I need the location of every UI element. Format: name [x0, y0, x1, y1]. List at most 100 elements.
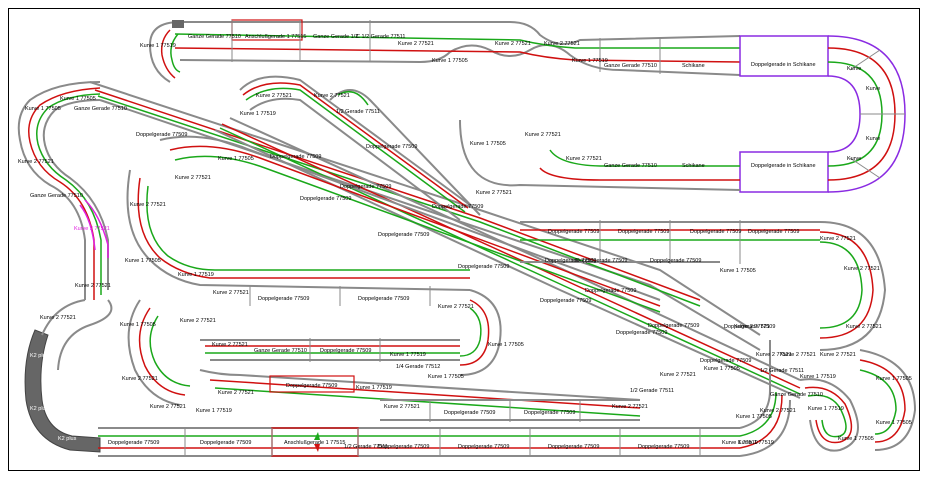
label-k1-mid-r: Kurve 1 77505: [470, 141, 506, 147]
label-low-k2g: Kurve 2 77521: [660, 372, 696, 378]
label-r-k1a: Kurve 1 77505: [720, 268, 756, 274]
label-mid-dg-b: Doppelgerade 77509: [358, 296, 409, 302]
label-mid-k3: Kurve 2 77521: [438, 304, 474, 310]
label-mid-dg-a: Doppelgerade 77509: [258, 296, 309, 302]
mid-right-straights: [520, 220, 887, 351]
label-diag-dg12: Doppelgerade 77509: [585, 288, 636, 294]
label-diag-half: 1/2 Gerade 77511: [336, 109, 380, 115]
label-mid-ganze: Ganze Gerade 77510: [254, 348, 307, 354]
label-top-c12: C 1/2 Gerade 77511: [356, 34, 405, 40]
label-low-k2f: Kurve 2 77521: [612, 404, 648, 410]
chicane-section: [459, 35, 906, 193]
lane-arrow-red: [314, 444, 320, 452]
label-r-k2h: Kurve 2 77521: [780, 352, 816, 358]
label-diag-k2c: Kurve 2 77521: [175, 175, 211, 181]
label-k2-mid-r1: Kurve 2 77521: [525, 132, 561, 138]
label-left-kurve2c: Kurve 2 77521: [40, 315, 76, 321]
label-kurve-ch4: Kurve: [847, 156, 861, 162]
label-bot-dg3: Doppelgerade 77509: [378, 444, 429, 450]
label-mid-k1: Kurve 1 77505: [125, 258, 161, 264]
label-mid-k1-505: Kurve 1 77505: [120, 322, 156, 328]
label-top-k2c: Kurve 2 77521: [544, 41, 580, 47]
label-ganze-mid-r: Ganze Gerade 77510: [604, 163, 657, 169]
label-mid-k1-505b: Kurve 1 77505: [428, 374, 464, 380]
label-mid-dg3: Doppelgerade 77509: [690, 229, 741, 235]
label-mid-dg1: Doppelgerade 77509: [548, 229, 599, 235]
label-bot-dg6: Doppelgerade 77509: [638, 444, 689, 450]
label-diag-k1b: Kurve 1 77519: [240, 111, 276, 117]
track-labels: Kurve 1 77519 Ganze Gerade 77510 Anschlu…: [18, 34, 912, 450]
label-schikane-top: Schikane: [682, 63, 705, 69]
label-r-k1c: Kurve 1 77519: [800, 374, 836, 380]
label-mid-k4: Kurve 1 77519: [178, 272, 214, 278]
label-r-k1g: Kurve 1 77505: [838, 436, 874, 442]
label-r-k2e: Kurve 2 77521: [820, 352, 856, 358]
label-low-k1b: Kurve 1 77519: [356, 385, 392, 391]
label-top-ganze3: Ganze Gerade 77510: [604, 63, 657, 69]
label-bot-dg4: Doppelgerade 77509: [458, 444, 509, 450]
label-mid-dg-c: Doppelgerade 77509: [320, 348, 371, 354]
label-left-kurve2: Kurve 2 77521: [18, 159, 54, 165]
label-kurve-ch1: Kurve: [847, 66, 861, 72]
label-r-dg3: Doppelgerade 77509: [700, 358, 751, 364]
label-diag-dg11: Doppelgerade 77509: [545, 258, 596, 264]
label-low-dg1: Doppelgerade 77509: [286, 383, 337, 389]
label-diag-dg2: Doppelgerade 77509: [270, 154, 321, 160]
label-diag-dg6: Doppelgerade 77509: [432, 204, 483, 210]
label-r-k2d: Kurve 2 77521: [846, 324, 882, 330]
label-low-dg3: Doppelgerade 77509: [524, 410, 575, 416]
label-bot-half: 1/2 Gerade 77511: [344, 444, 388, 450]
label-r-half: 1/2 Gerade 77511: [760, 368, 804, 374]
plan-frame: [8, 8, 920, 471]
label-mid-k1-519: Kurve 1 77519: [390, 352, 426, 358]
chicane-straight-bottom: [739, 151, 829, 193]
label-k2-plus3: K2 plus: [58, 436, 77, 442]
label-bot-anschluss: Anschlußgerade 1 77515: [284, 440, 345, 446]
label-low-dg2: Doppelgerade 77509: [444, 410, 495, 416]
label-bot-dg5: Doppelgerade 77509: [548, 444, 599, 450]
label-top-ganze2: Ganze Gerade 1/2: [313, 34, 358, 40]
label-r-k1b: Kurve 1 77505: [704, 366, 740, 372]
label-diag-dg1: Doppelgerade 77509: [136, 132, 187, 138]
label-low-k2a: Kurve 2 77521: [122, 376, 158, 382]
label-r-ganze: Ganze Gerade 77510: [770, 392, 823, 398]
label-left-kurve2b: Kurve 2 77521: [75, 283, 111, 289]
label-left-ganze: Ganze Gerade 77510: [74, 106, 127, 112]
label-r-k2b: Kurve 2 77521: [820, 236, 856, 242]
label-r-dg2: Doppelgerade 77509: [648, 323, 699, 329]
label-k2-mid-r2: Kurve 2 77521: [566, 156, 602, 162]
label-left-kurve2-mag: Kurve 2 77521: [74, 226, 110, 232]
label-bot-k1: Kurve 1 77519: [722, 440, 758, 446]
label-mid-dg4: Doppelgerade 77509: [748, 229, 799, 235]
diagonal-bands: [89, 75, 801, 399]
label-mid-k2: Kurve 2 77521: [213, 290, 249, 296]
label-k2-mid-r3: Kurve 2 77521: [476, 190, 512, 196]
bottom-row: [98, 340, 791, 457]
label-left-ganze2: Ganze Gerade 77510: [30, 193, 83, 199]
label-diag-dg9: Doppelgerade 77509: [540, 298, 591, 304]
label-diag-dg10: Doppelgerade 77509: [616, 330, 667, 336]
lower-row: [199, 369, 641, 422]
start-block: [172, 20, 184, 28]
label-doppel-schikane-bot: Doppelgerade in Schikane: [751, 163, 816, 169]
label-diag-k1a: Kurve 1 77505: [218, 156, 254, 162]
label-diag-k2d: Kurve 2 77521: [130, 202, 166, 208]
label-top-kurve1b: Kurve 1 77519: [572, 58, 608, 64]
label-mid-quarter: 1/4 Gerade 77512: [396, 364, 440, 370]
label-schikane-bot: Schikane: [682, 163, 705, 169]
label-r-k2g: Kurve 2 77521: [760, 408, 796, 414]
top-section: [148, 19, 741, 83]
label-r-k1d: Kurve 1 77505: [876, 376, 912, 382]
label-mid-k6: Kurve 2 77521: [180, 318, 216, 324]
label-low-k2c: Kurve 2 77521: [150, 404, 186, 410]
lane-arrow-green: [314, 432, 320, 440]
label-diag-dg5: Doppelgerade 77509: [366, 144, 417, 150]
label-low-k2b: Kurve 2 77521: [212, 342, 248, 348]
label-low-k2d: Kurve 2 77521: [218, 390, 254, 396]
label-k2-plus2: K2 plus: [30, 406, 49, 412]
label-bot-dg2: Doppelgerade 77509: [200, 440, 251, 446]
label-low-half: 1/2 Gerade 77511: [630, 388, 674, 394]
label-r-dg: Doppelgerade 77509: [724, 324, 775, 330]
